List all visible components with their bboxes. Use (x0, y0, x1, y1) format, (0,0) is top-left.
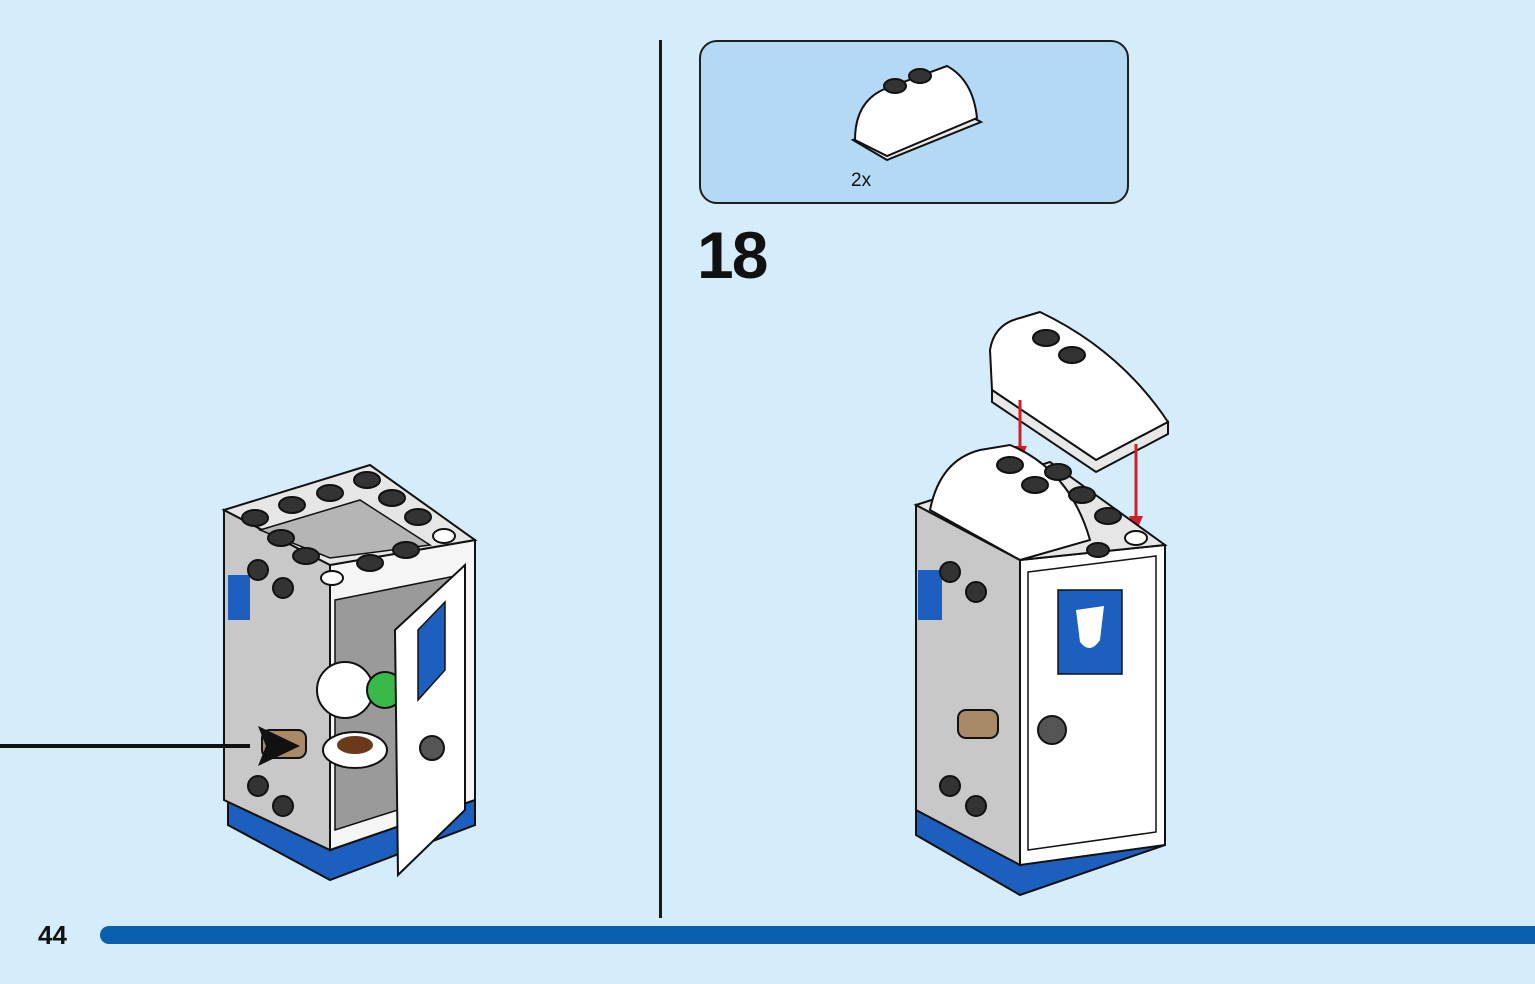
previous-step-model-illustration (0, 463, 478, 882)
page-divider (659, 40, 662, 918)
parts-callout: 2x (699, 40, 1129, 204)
white-curved-slope-brick-icon (850, 64, 984, 162)
page-progress-bar (100, 926, 1535, 944)
step-model-illustration (913, 310, 1170, 897)
part-quantity: 2x (851, 170, 872, 191)
page-number: 44 (38, 920, 67, 950)
step-number: 18 (697, 218, 768, 292)
